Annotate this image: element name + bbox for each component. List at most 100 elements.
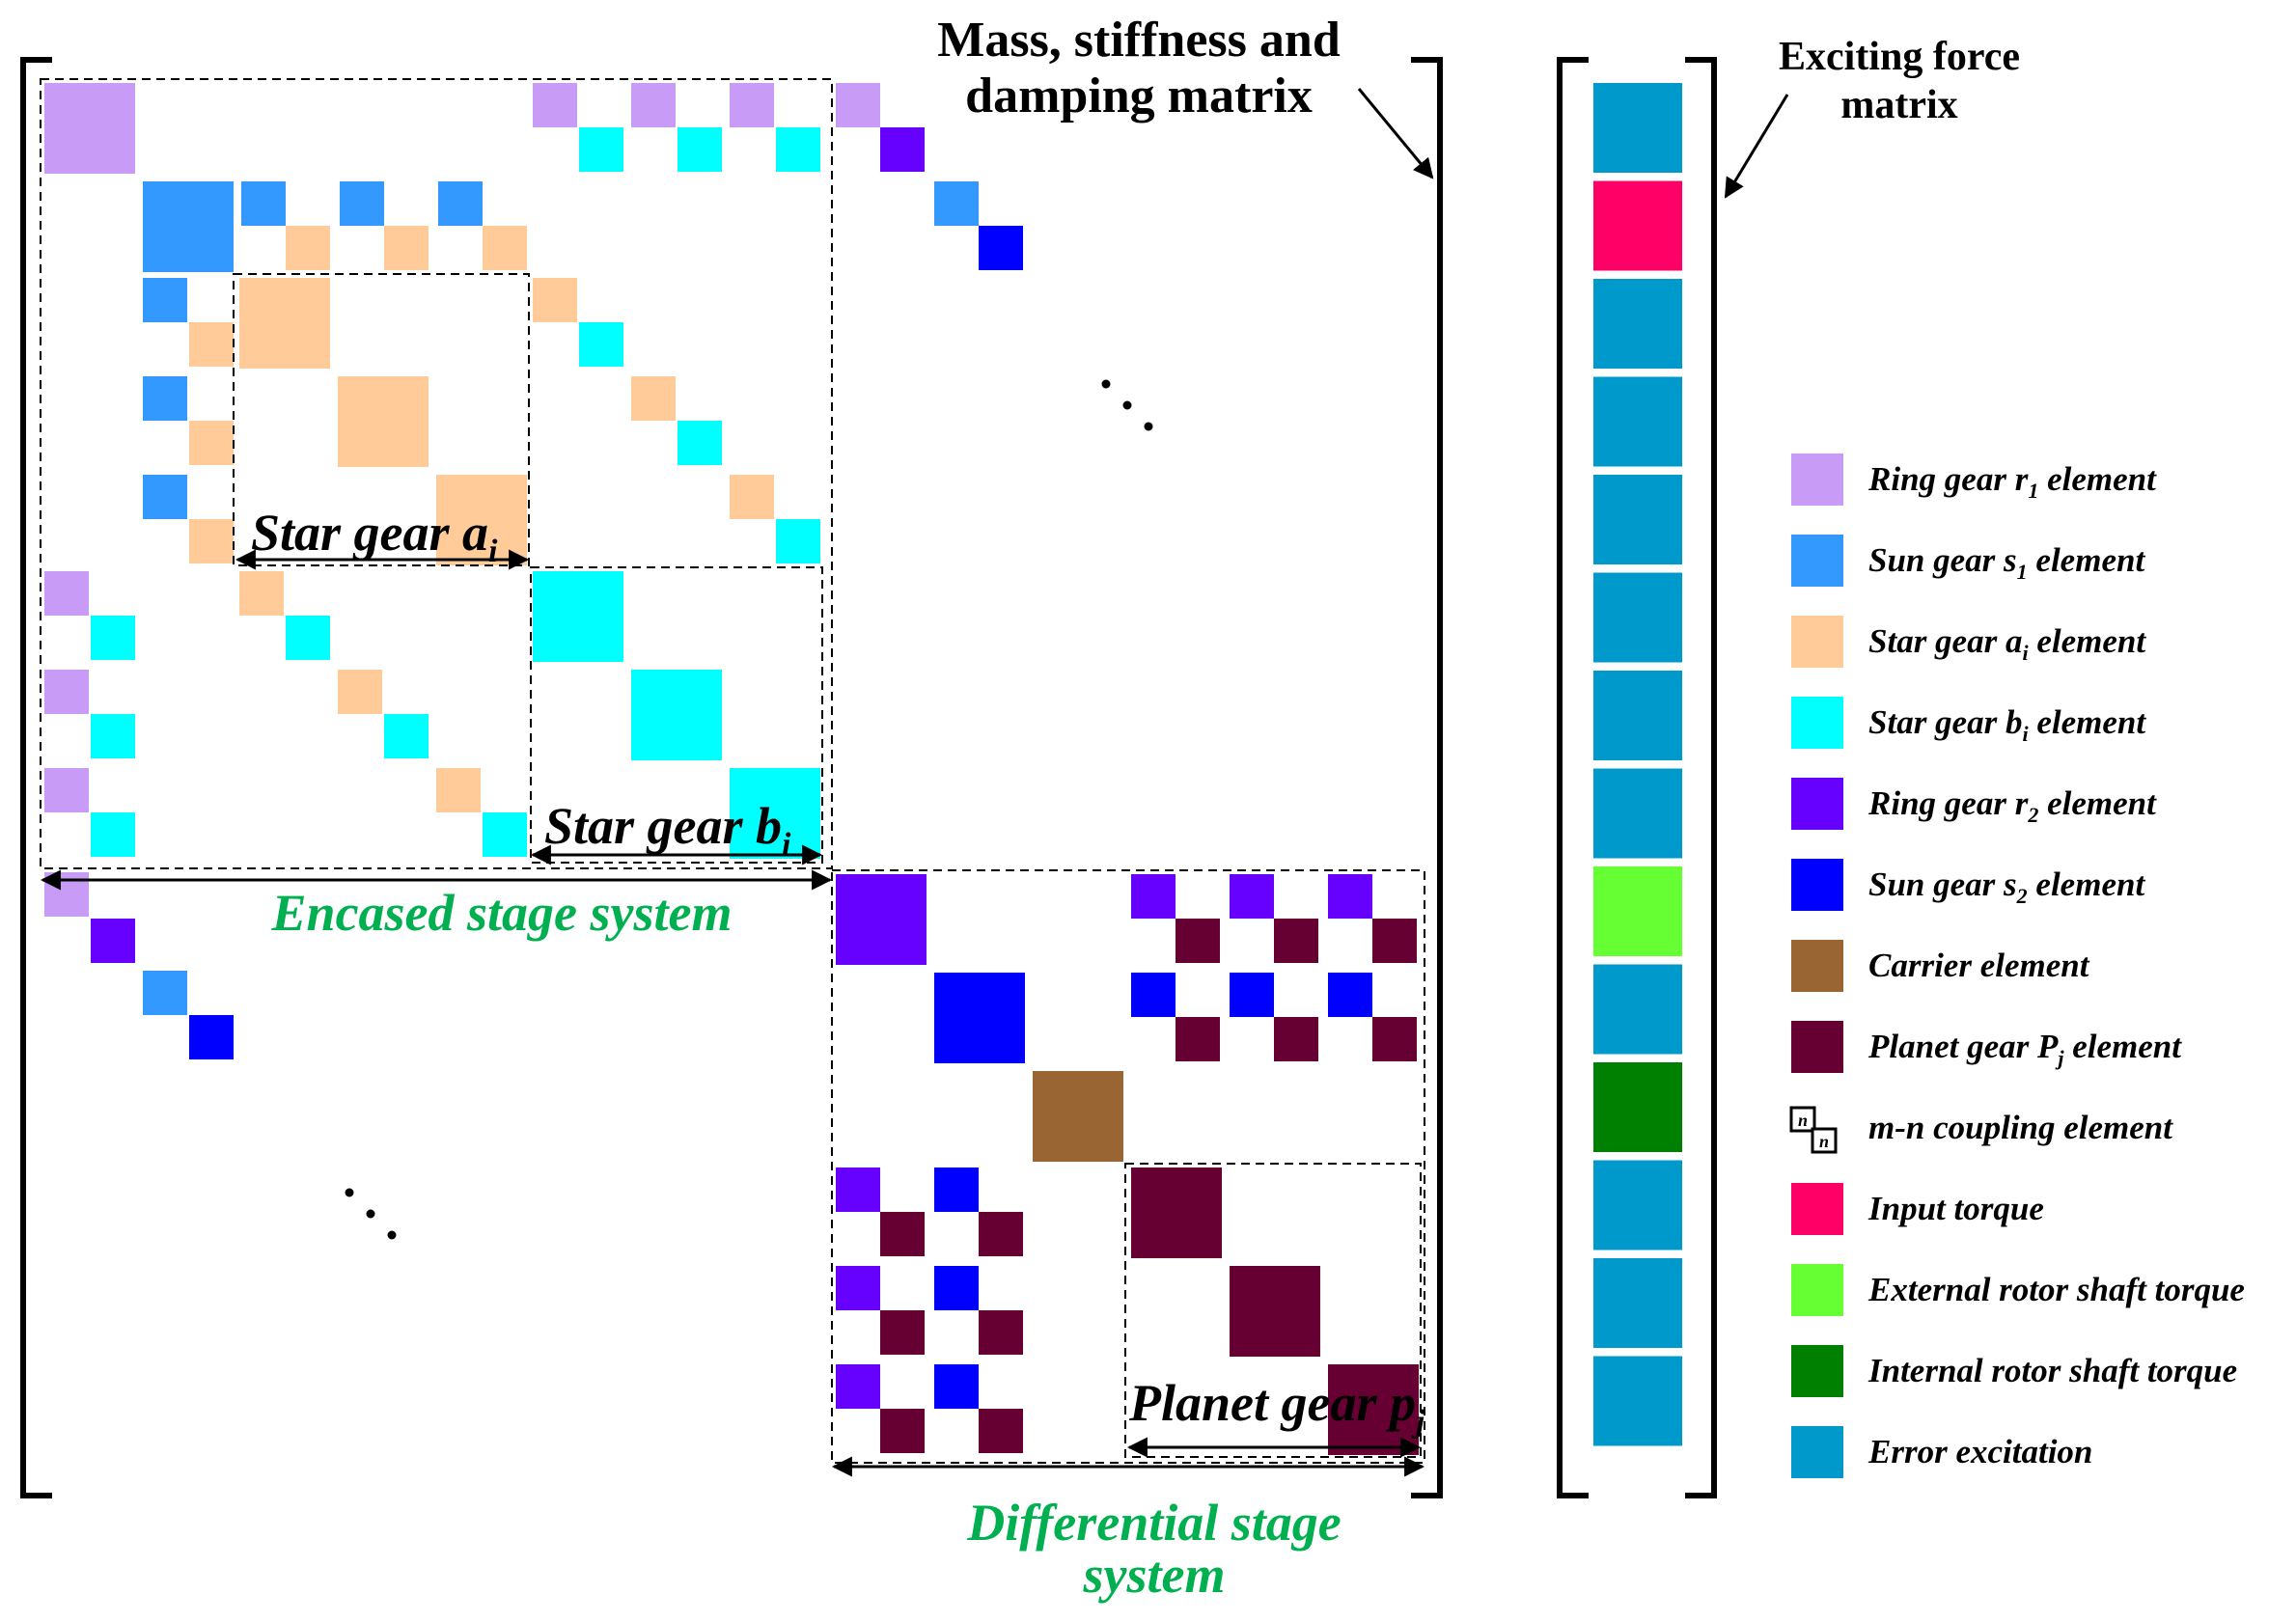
legend-text: Ring gear r (1867, 784, 2029, 822)
matrix-cell-planet (1176, 919, 1220, 963)
force-entry-err (1593, 671, 1682, 760)
matrix-cell-star_a (483, 226, 527, 270)
star-a-label-text: Star gear a (251, 504, 488, 562)
legend-suffix: element (2028, 541, 2146, 579)
matrix-cell-star_a (239, 278, 330, 369)
matrix-cell-ring2 (1328, 874, 1372, 919)
legend-swatch-star_a (1791, 616, 1843, 668)
matrix-cell-planet (1274, 919, 1318, 963)
encased-block (40, 78, 833, 869)
legend-label-sun1: Sun gear s1 element (1868, 541, 2145, 584)
legend-label-int: Internal rotor shaft torque (1867, 1352, 2237, 1389)
legend-swatch-err (1791, 1426, 1843, 1478)
differential-label-line1: Differential stage (966, 1494, 1341, 1552)
matrix-cell-star_a (730, 475, 774, 519)
legend-label-carrier: Carrier element (1868, 947, 2090, 984)
legend-label-ring2: Ring gear r2 element (1867, 784, 2157, 827)
matrix-cell-sun1 (438, 181, 483, 226)
matrix-cell-ring1 (44, 571, 89, 616)
matrix-cell-sun1 (143, 971, 187, 1015)
ellipsis-lower-left (345, 1188, 397, 1240)
matrix-cell-star_a (436, 768, 481, 812)
matrix-cell-planet (979, 1409, 1023, 1453)
matrix-cell-planet (1176, 1017, 1220, 1061)
matrix-title-line1: Mass, stiffness and (937, 13, 1341, 68)
matrix-cell-sun2 (1328, 973, 1372, 1017)
legend-label-planet: Planet gear Pj element (1867, 1028, 2182, 1070)
force-left-bracket (1557, 57, 1589, 1498)
legend-suffix: element (2038, 460, 2157, 498)
legend-label-ext: External rotor shaft torque (1867, 1271, 2245, 1308)
force-right-bracket (1685, 57, 1717, 1498)
legend-swatch-sun1 (1791, 535, 1843, 587)
matrix-cell-star_b (91, 812, 135, 857)
legend-subscript: 2 (2027, 803, 2038, 827)
matrix-cell-sun1 (143, 278, 187, 322)
force-title-pointer (1724, 94, 1789, 199)
legend-suffix: element (2028, 865, 2146, 903)
planet-label-text: Planet gear p (1128, 1374, 1416, 1432)
matrix-cell-planet (880, 1310, 925, 1355)
matrix-cells (44, 83, 1419, 1455)
matrix-cell-planet (880, 1409, 925, 1453)
legend-subscript: 1 (2017, 560, 2028, 584)
matrix-cell-planet (979, 1212, 1023, 1256)
matrix-cell-star_b (384, 714, 429, 758)
matrix-cell-star_b (533, 571, 623, 662)
matrix-cell-star_a (239, 571, 284, 616)
force-entry-err (1593, 1160, 1682, 1250)
matrix-cell-sun1 (934, 181, 979, 226)
differential-label-line2: system (1083, 1546, 1226, 1604)
matrix-cell-sun2 (934, 1266, 979, 1310)
matrix-cell-ring2 (836, 1168, 880, 1212)
legend-suffix: element (2064, 1028, 2183, 1065)
matrix-cell-ring2 (836, 1266, 880, 1310)
legend-label-star_b: Star gear bi element (1868, 703, 2146, 746)
star-a-block (233, 273, 530, 566)
legend-label-ring1: Ring gear r1 element (1867, 460, 2157, 503)
matrix-left-bracket (20, 57, 52, 1498)
legend-label-err: Error excitation (1867, 1433, 2092, 1470)
matrix-cell-planet (1372, 1017, 1417, 1061)
star-b-label-sub: i (782, 827, 791, 863)
legend-text: Input torque (1867, 1190, 2044, 1227)
title-pointer (1357, 88, 1434, 179)
matrix-cell-star_a (189, 322, 234, 367)
matrix-cell-star_b (579, 322, 623, 367)
matrix-cell-sun2 (1131, 973, 1176, 1017)
matrix-cell-star_b (730, 768, 820, 859)
matrix-cell-sun1 (143, 376, 187, 421)
matrix-cell-ring1 (44, 670, 89, 714)
matrix-title-line2: damping matrix (965, 69, 1313, 124)
legend-text: External rotor shaft torque (1867, 1271, 2245, 1308)
matrix-cell-ring1 (44, 83, 135, 174)
legend-subscript: j (2055, 1046, 2064, 1070)
matrix-cell-planet (1372, 919, 1417, 963)
matrix-cell-star_b (678, 421, 722, 465)
coupling-icon: nn (1789, 1106, 1838, 1154)
matrix-cell-ring2 (1131, 874, 1176, 919)
legend-text: Star gear b (1868, 703, 2022, 741)
legend-swatch-carrier (1791, 940, 1843, 992)
matrix-cell-planet (1274, 1017, 1318, 1061)
legend-text: Planet gear P (1867, 1028, 2059, 1065)
force-entry-err (1593, 83, 1682, 173)
dimension-arrows (40, 88, 1789, 1477)
force-entry-err (1593, 376, 1682, 467)
matrix-cell-star_b (91, 714, 135, 758)
legend-subscript: 2 (2016, 884, 2028, 908)
legend-label-sun2: Sun gear s2 element (1868, 865, 2145, 908)
star-a-label-sub: i (488, 534, 498, 569)
force-entry-int (1593, 1062, 1682, 1152)
force-entry-err (1593, 572, 1682, 663)
legend-text: Star gear a (1868, 622, 2022, 660)
matrix-cell-star_b (483, 812, 527, 857)
legend-swatch-ring1 (1791, 453, 1843, 506)
force-entry-input (1593, 180, 1682, 271)
matrix-cell-ring2 (836, 1364, 880, 1409)
matrix-cell-sun1 (143, 475, 187, 519)
star-a-label: Star gear ai (251, 504, 498, 569)
matrix-cell-ring2 (836, 874, 927, 965)
matrix-cell-sun1 (143, 181, 234, 272)
